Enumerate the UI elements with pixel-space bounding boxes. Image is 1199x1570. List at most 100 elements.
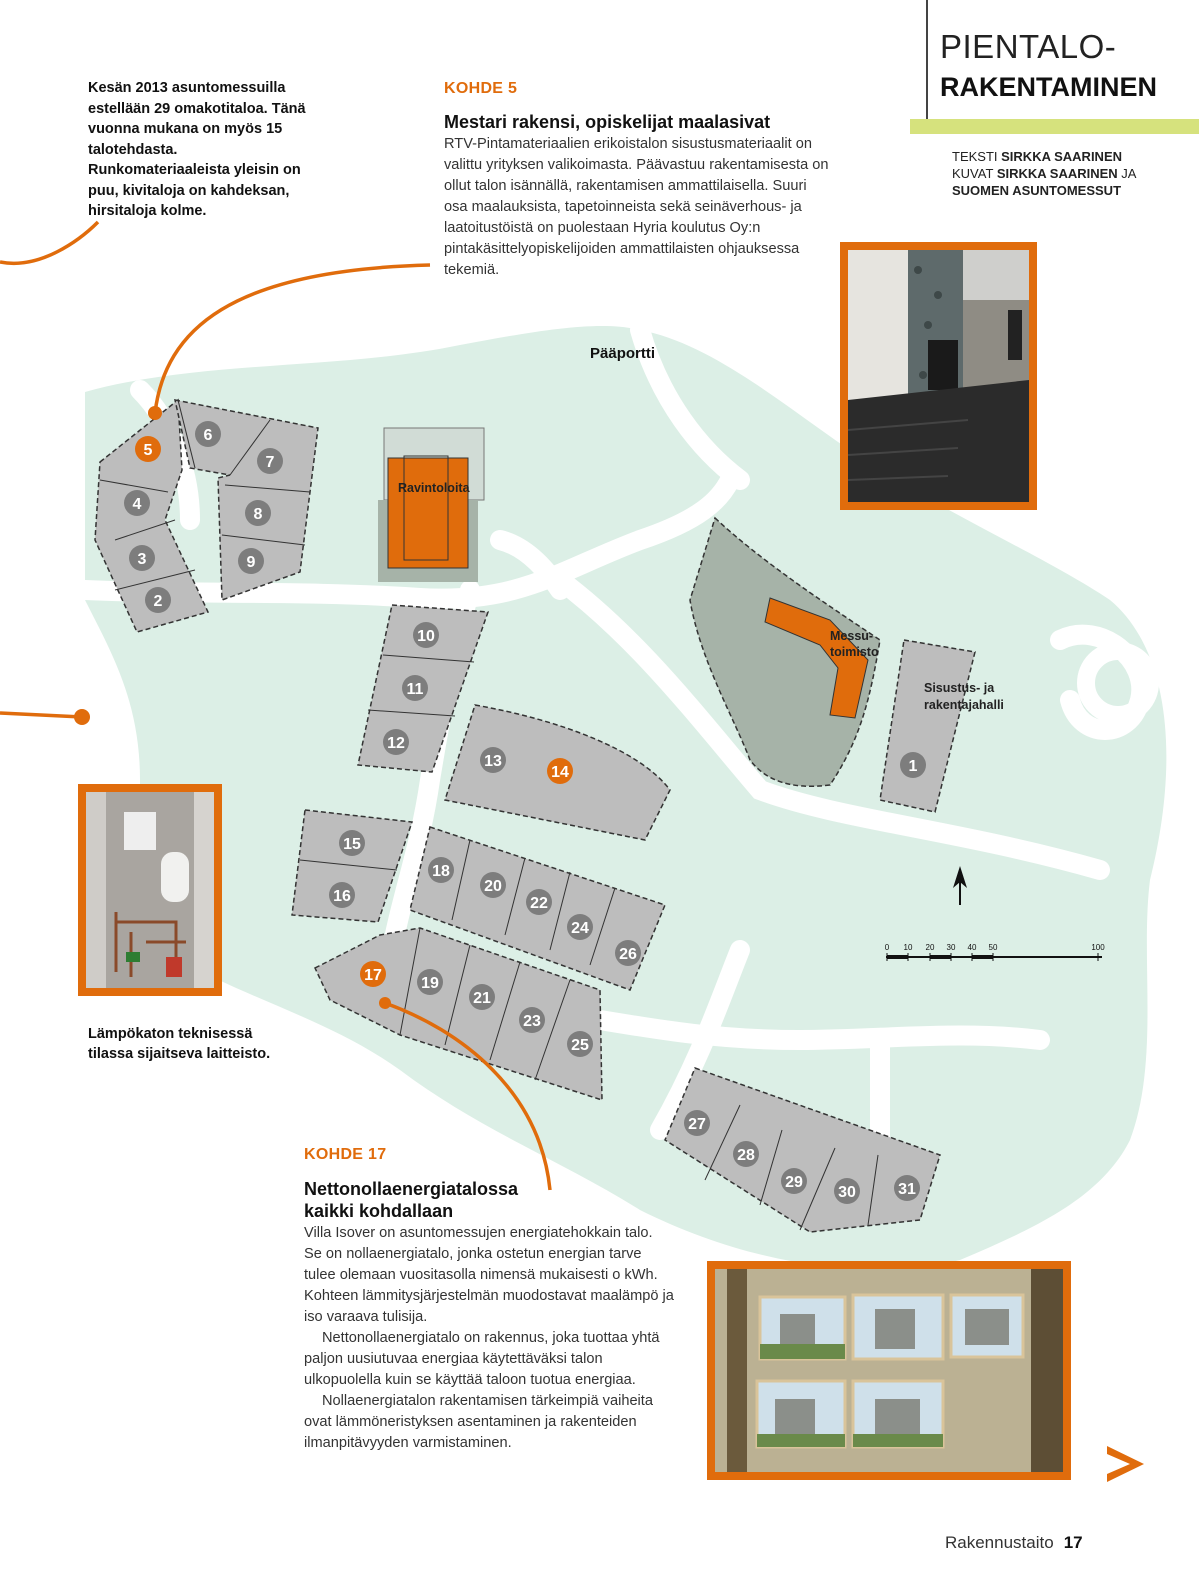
stair-photo-image <box>848 250 1029 502</box>
scale-segment <box>972 955 993 959</box>
plot-number-3: 3 <box>138 551 147 568</box>
callout-dot-5 <box>148 406 162 420</box>
plot-number-29: 29 <box>785 1174 803 1191</box>
plot-badge-23 <box>519 1007 545 1033</box>
plot-badge-2 <box>145 587 171 613</box>
scale-label-0: 0 <box>885 943 890 952</box>
plot-badge-9 <box>238 548 264 574</box>
plot-number-4: 4 <box>133 496 142 513</box>
plot-number-13: 13 <box>484 753 502 770</box>
plot-number-6: 6 <box>204 427 213 444</box>
plot-badge-16 <box>329 882 355 908</box>
plot-number-20: 20 <box>484 878 502 895</box>
heating-caption: Lämpökaton teknisessä tilassa sijaitseva… <box>88 1026 271 1062</box>
plot-block-17-25 <box>314 927 603 1102</box>
scale-label-100: 100 <box>1091 943 1105 952</box>
plot-badge-14 <box>547 758 573 784</box>
office-label-1: Messu- <box>830 629 873 643</box>
scale-segment <box>930 955 951 959</box>
plot-badge-3 <box>129 545 155 571</box>
plot-block-27-31 <box>664 1067 941 1233</box>
plot-badge-8 <box>245 500 271 526</box>
plot-badge-20 <box>480 872 506 898</box>
hall-label-2: rakentajahalli <box>924 698 1004 712</box>
scale-label-10: 10 <box>904 943 913 952</box>
page-number: 17 <box>1063 1533 1083 1552</box>
plot-number-17: 17 <box>364 967 382 984</box>
chevron-right-icon[interactable] <box>1104 1436 1148 1496</box>
plot-number-23: 23 <box>523 1013 541 1030</box>
plot-badge-25 <box>567 1031 593 1057</box>
plot-number-1: 1 <box>909 758 918 775</box>
plot-number-5: 5 <box>144 442 153 459</box>
header-rule <box>926 0 928 120</box>
office-label-2: toimisto <box>830 645 879 659</box>
kohde17-label: KOHDE 17 <box>304 1146 387 1163</box>
callout-dot-17 <box>379 997 391 1009</box>
plot-number-15: 15 <box>343 836 361 853</box>
plot-badge-30 <box>834 1178 860 1204</box>
kohde5-block: KOHDE 5 Mestari rakensi, opiskelijat maa… <box>444 80 834 281</box>
plot-number-11: 11 <box>407 681 424 698</box>
scale-label-20: 20 <box>926 943 935 952</box>
restaurant-building <box>387 457 469 569</box>
office-building <box>764 597 869 719</box>
plot-badge-13 <box>480 747 506 773</box>
plot-badge-11 <box>402 675 428 701</box>
callout-dot-lampokatto <box>74 709 90 725</box>
kohde17-para-1: Villa Isover on asuntomessujen energiate… <box>304 1225 674 1325</box>
plot-number-9: 9 <box>247 554 256 571</box>
plot-badge-4 <box>124 490 150 516</box>
plot-badge-10 <box>413 622 439 648</box>
plot-block-6-9 <box>174 399 319 602</box>
plot-number-19: 19 <box>421 975 439 992</box>
plot-number-2: 2 <box>154 593 163 610</box>
plot-badge-15 <box>339 830 365 856</box>
plot-badge-28 <box>733 1141 759 1167</box>
plot-badge-22 <box>526 889 552 915</box>
plot-badge-31 <box>894 1175 920 1201</box>
office-area <box>689 516 881 787</box>
restaurant-label: Ravintoloita <box>398 481 471 495</box>
plot-number-16: 16 <box>333 888 351 905</box>
plot-number-27: 27 <box>688 1116 706 1133</box>
plot-block-15-16 <box>291 809 414 923</box>
plans-photo-image <box>715 1269 1063 1472</box>
plot-number-25: 25 <box>571 1037 589 1054</box>
plot-badge-18 <box>428 857 454 883</box>
kohde17-body: Villa Isover on asuntomessujen energiate… <box>304 1223 674 1454</box>
scale-bar: 0 10 20 30 40 50 100 <box>885 943 1105 961</box>
plans-photo <box>707 1261 1071 1480</box>
scale-segment <box>887 955 908 959</box>
credits: TEKSTI SIRKKA SAARINEN KUVAT SIRKKA SAAR… <box>952 149 1137 198</box>
plot-number-7: 7 <box>266 454 275 471</box>
plot-badge-27 <box>684 1110 710 1136</box>
kohde5-heading: Mestari rakensi, opiskelijat maalasivat <box>444 112 771 132</box>
plot-number-22: 22 <box>530 895 548 912</box>
scale-label-40: 40 <box>968 943 977 952</box>
kohde17-heading-1: Nettonollaenergiatalossa <box>304 1179 519 1199</box>
plot-badge-29 <box>781 1168 807 1194</box>
plot-badge-21 <box>469 984 495 1010</box>
section-title: PIENTALO- <box>940 28 1117 65</box>
callout-lines <box>0 220 552 1191</box>
plot-number-26: 26 <box>619 946 637 963</box>
scale-label-50: 50 <box>989 943 998 952</box>
plot-number-21: 21 <box>473 990 491 1007</box>
scale-label-30: 30 <box>947 943 956 952</box>
plot-number-30: 30 <box>838 1184 856 1201</box>
section-bar <box>910 119 1199 134</box>
section-subtitle: RAKENTAMINEN <box>940 72 1157 102</box>
plot-badge-26 <box>615 940 641 966</box>
plot-badge-7 <box>257 448 283 474</box>
plot-badge-1 <box>900 752 926 778</box>
kohde17-block: KOHDE 17 Nettonollaenergiatalossa kaikki… <box>304 1146 674 1454</box>
plot-badge-24 <box>567 914 593 940</box>
plot-badge-19 <box>417 969 443 995</box>
plot-number-10: 10 <box>417 628 435 645</box>
gate-label: Pääportti <box>590 345 655 362</box>
plot-number-28: 28 <box>737 1147 755 1164</box>
kohde5-label: KOHDE 5 <box>444 80 518 97</box>
plot-dividers <box>99 399 879 1231</box>
